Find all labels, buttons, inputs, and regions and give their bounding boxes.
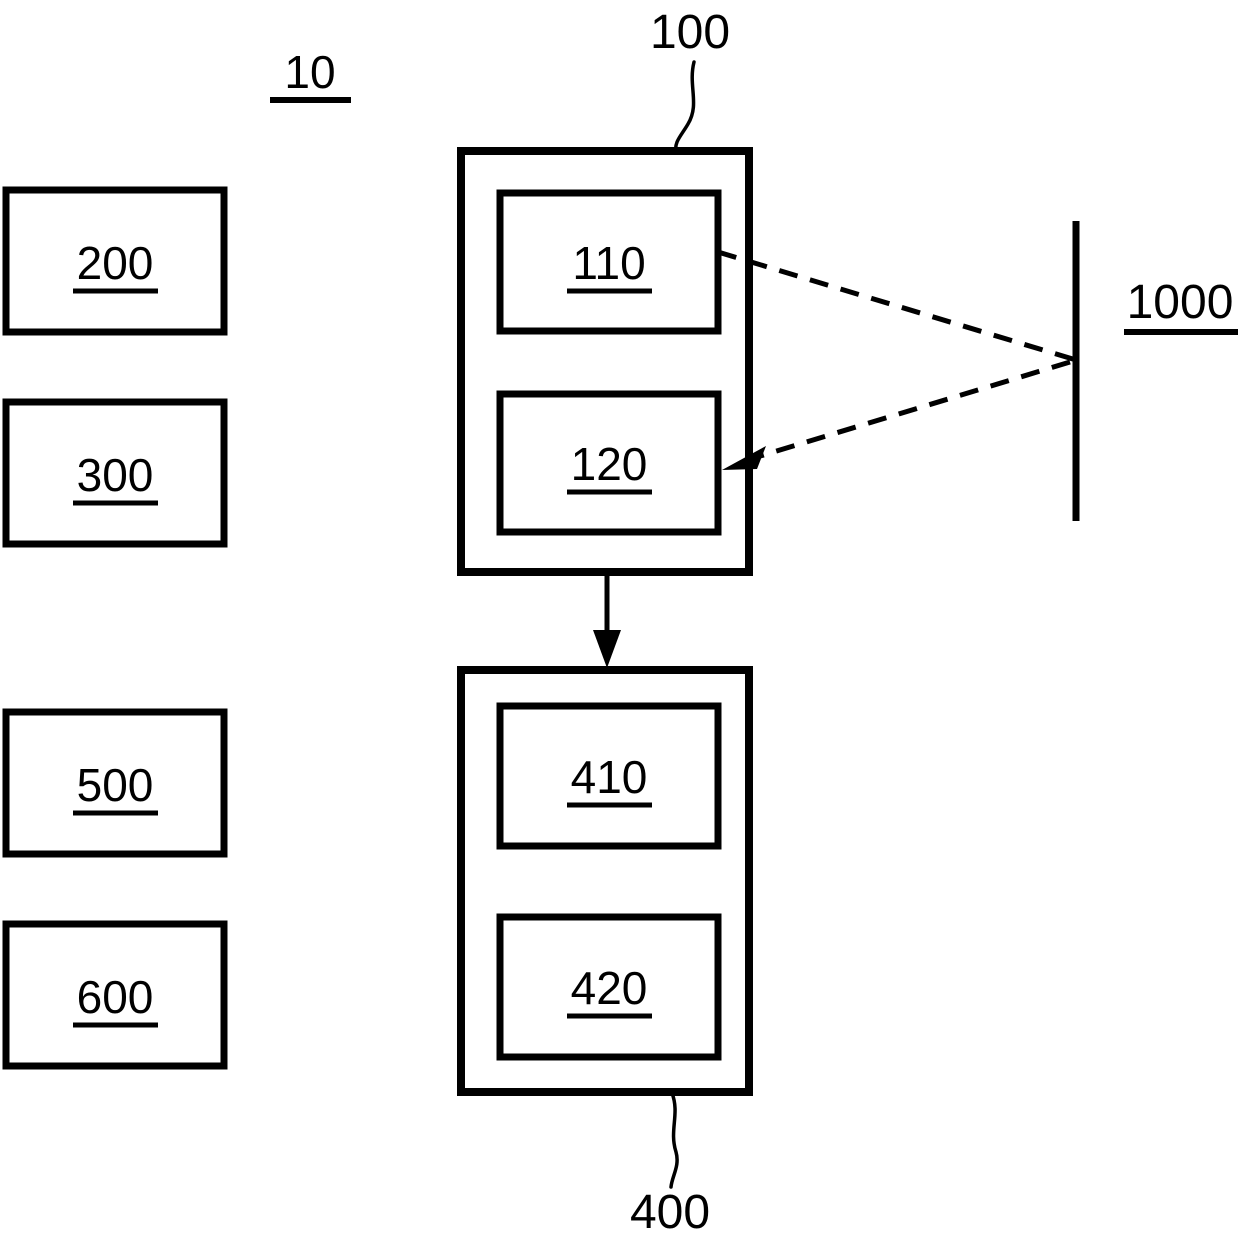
- unit400-label: 400: [630, 1186, 710, 1239]
- box-500[interactable]: 500: [2, 708, 228, 858]
- signal-rays-group: [717, 249, 1077, 470]
- target-label: 1000: [1127, 276, 1234, 329]
- box-420[interactable]: 420: [496, 913, 722, 1061]
- box-120-label: 120: [571, 438, 648, 490]
- box-410[interactable]: 410: [496, 702, 722, 850]
- box-110-label: 110: [572, 237, 645, 289]
- unit400-label-group: 400: [630, 1091, 710, 1239]
- unit100-to-unit400-connector: [593, 572, 621, 668]
- emit-ray-dashed-line: [717, 249, 1077, 363]
- box-300[interactable]: 300: [2, 398, 228, 548]
- box-200[interactable]: 200: [2, 186, 228, 336]
- unit-400-group[interactable]: 410 420: [457, 666, 753, 1096]
- box-300-outline: [2, 398, 228, 548]
- system-label-group: 10: [270, 46, 351, 103]
- unit-100-group[interactable]: 110 120: [457, 147, 753, 576]
- box-120[interactable]: 120: [496, 390, 722, 536]
- target-1000-group: 1000: [1072, 221, 1238, 521]
- box-600-label: 600: [77, 971, 154, 1023]
- device-label-group: 100: [650, 6, 730, 154]
- box-410-label: 410: [571, 751, 648, 803]
- box-600-outline: [2, 920, 228, 1070]
- box-300-label: 300: [77, 449, 154, 501]
- box-420-outline: [496, 913, 722, 1061]
- box-200-outline: [2, 186, 228, 336]
- box-110-outline: [496, 189, 722, 335]
- box-600[interactable]: 600: [2, 920, 228, 1070]
- connector-arrowhead: [593, 630, 621, 668]
- box-410-outline: [496, 702, 722, 850]
- box-420-label: 420: [571, 962, 648, 1014]
- system-label: 10: [284, 46, 335, 98]
- box-120-outline: [496, 390, 722, 536]
- return-ray-dashed-line: [756, 359, 1071, 460]
- device-label: 100: [650, 6, 730, 59]
- left-column-group: 200 300 500 600: [2, 186, 228, 1070]
- box-110[interactable]: 110: [496, 189, 722, 335]
- box-200-label: 200: [77, 237, 154, 289]
- leader-line-400: [669, 1091, 679, 1189]
- return-ray-arrowhead: [722, 446, 766, 470]
- box-500-outline: [2, 708, 228, 858]
- box-500-label: 500: [77, 759, 154, 811]
- leader-line-100: [673, 60, 696, 154]
